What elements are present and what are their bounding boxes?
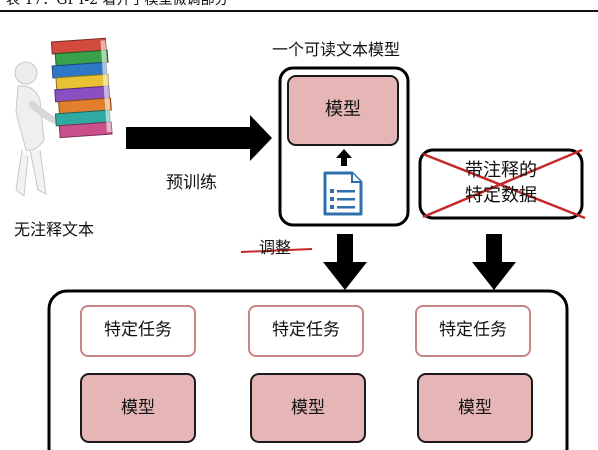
readable-model-title: 一个可读文本模型 [272, 40, 401, 59]
annotated-data-line-2: 特定数据 [465, 185, 537, 206]
readable-model-inner-label: 模型 [325, 99, 361, 120]
task-model-label-2: 模型 [291, 398, 325, 418]
small-up-arrow-icon [336, 149, 352, 166]
task-model-box-3 [417, 373, 533, 443]
task-label-2: 特定任务 [272, 320, 340, 340]
pretrain-arrow [126, 115, 272, 161]
figure-caption: 表 17：GPT-2 着开了模型微调部分 [0, 0, 598, 9]
center-down-arrow [323, 234, 367, 290]
task-box-1 [80, 305, 196, 357]
person-with-books-icon [14, 37, 113, 197]
task-model-box-1 [80, 373, 196, 443]
caption-text: 表 17：GPT-2 着开了模型微调部分 [6, 0, 229, 8]
task-label-3: 特定任务 [439, 320, 507, 340]
annotated-data-cross-b [422, 148, 583, 219]
annotated-data-cross-a [422, 152, 586, 220]
task-model-label-3: 模型 [458, 398, 492, 418]
source-label: 无注释文本 [14, 220, 95, 239]
caption-rule [0, 10, 598, 12]
task-box-2 [248, 305, 364, 357]
task-model-box-2 [250, 373, 366, 443]
task-model-label-1: 模型 [121, 398, 155, 418]
finetune-label: 调整 [259, 238, 292, 257]
finetune-strikethrough [240, 248, 313, 253]
right-down-arrow [472, 234, 516, 290]
annotated-data-line-1: 带注释的 [465, 160, 537, 181]
readable-model-inner-box [287, 75, 399, 146]
document-icon [323, 171, 363, 216]
task-box-3 [415, 305, 531, 357]
task-label-1: 特定任务 [104, 320, 172, 340]
pretrain-label: 预训练 [166, 173, 217, 193]
